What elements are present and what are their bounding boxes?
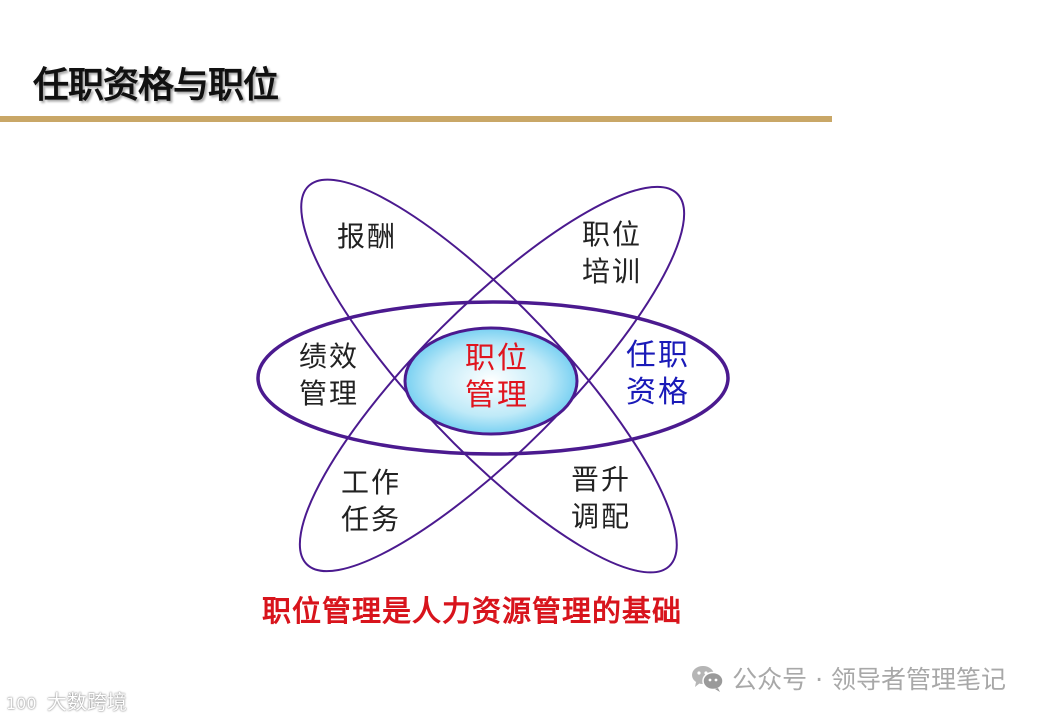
orbit-ellipse-diagonal-up <box>298 185 686 573</box>
node-qualification: 任职 资格 <box>626 337 690 411</box>
wechat-icon <box>690 663 726 693</box>
node-job-training: 职位 培训 <box>582 216 642 290</box>
orbit-ellipse-diagonal-down <box>300 178 678 574</box>
node-label-line2: 资格 <box>626 375 690 410</box>
node-label-line1: 晋升 <box>571 463 632 496</box>
title-divider <box>0 116 832 122</box>
node-label: 报酬 <box>337 220 398 253</box>
node-label-line2: 任务 <box>341 503 402 536</box>
nucleus-ellipse <box>403 326 579 436</box>
watermark-text: 大数跨境 <box>46 690 127 714</box>
source-label: 公众号 · 领导者管理笔记 <box>732 665 1006 694</box>
slide-title: 任职资格与职位 <box>33 65 279 106</box>
node-label-line2: 管理 <box>299 377 360 410</box>
node-label-line1: 职位 <box>582 218 643 251</box>
center-label-line1: 职位 <box>465 341 529 376</box>
orbit-ellipse-horizontal <box>256 300 730 456</box>
node-label-line1: 绩效 <box>299 340 360 373</box>
node-label-line1: 任职 <box>626 338 690 373</box>
node-label-line2: 培训 <box>582 255 643 288</box>
node-compensation: 报酬 <box>337 218 397 255</box>
diagram-caption: 职位管理是人力资源管理的基础 <box>262 594 683 628</box>
node-work-tasks: 工作 任务 <box>341 464 401 538</box>
watermark: 100 大数跨境 <box>6 686 127 715</box>
node-label-line2: 调配 <box>571 500 632 533</box>
node-center-job-management: 职位 管理 <box>465 340 529 414</box>
source-attribution: 公众号 · 领导者管理笔记 <box>690 660 1006 696</box>
node-label-line1: 工作 <box>341 466 402 499</box>
watermark-logo-icon: 100 <box>6 694 37 713</box>
node-promotion: 晋升 调配 <box>571 461 631 535</box>
center-label-line2: 管理 <box>465 378 529 413</box>
node-performance: 绩效 管理 <box>299 338 359 412</box>
